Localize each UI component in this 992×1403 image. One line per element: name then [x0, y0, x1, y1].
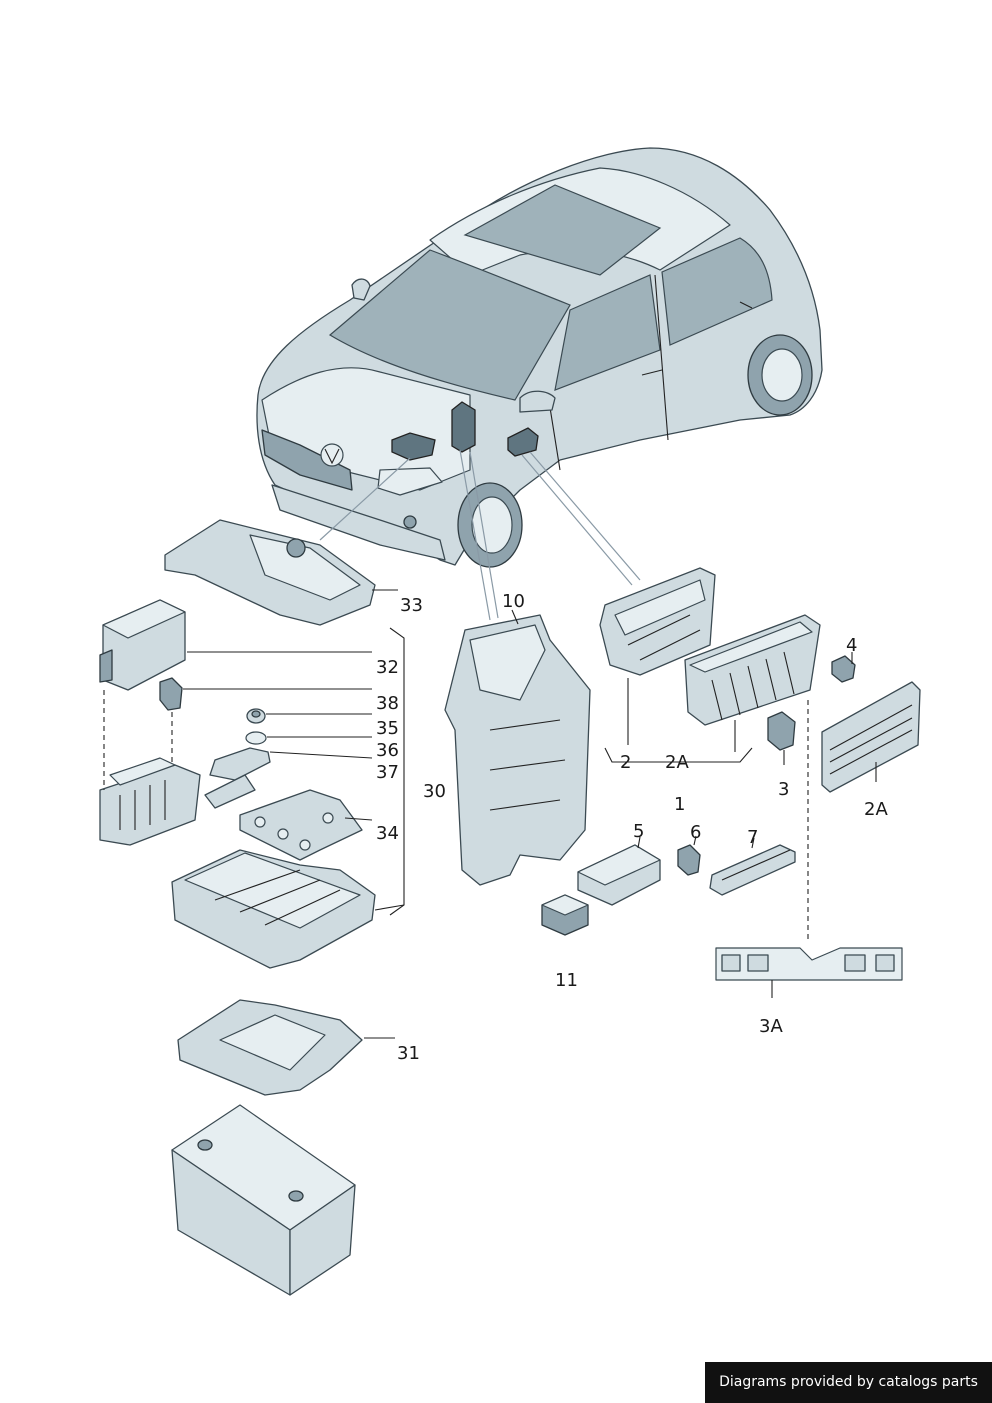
callout-5: 5 — [633, 821, 644, 842]
car-illustration — [256, 147, 823, 568]
callout-33: 33 — [400, 595, 423, 616]
part-2A-cover — [821, 681, 921, 793]
part-2-fuse-box-housing — [599, 567, 716, 676]
callout-31: 31 — [397, 1043, 420, 1064]
callout-35: 35 — [376, 718, 399, 739]
callout-4: 4 — [846, 635, 857, 656]
callout-38: 38 — [376, 693, 399, 714]
callout-30: 30 — [423, 781, 446, 802]
callout-37: 37 — [376, 762, 399, 783]
credit-banner: Diagrams provided by catalogs parts — [705, 1362, 992, 1403]
part-31-battery-cover — [177, 999, 363, 1096]
callout-7: 7 — [747, 827, 758, 848]
callout-34: 34 — [376, 823, 399, 844]
part-34-terminal-strip — [239, 789, 363, 861]
callout-2A-cover: 2A — [864, 799, 888, 820]
part-30-tray — [171, 849, 376, 969]
part-7-fuse-strip — [709, 844, 796, 896]
part-35-nut — [246, 708, 266, 724]
callout-1: 1 — [674, 794, 685, 815]
part-33-cover — [164, 519, 376, 626]
part-3A-label-strip — [715, 947, 903, 981]
callout-11: 11 — [555, 970, 578, 991]
part-10-bracket — [444, 614, 591, 886]
callout-32: 32 — [376, 657, 399, 678]
callout-36: 36 — [376, 740, 399, 761]
fuse-carrier — [99, 757, 201, 846]
part-38-fuse — [159, 677, 183, 711]
part-6-fuse — [677, 844, 701, 876]
part-11-relay — [541, 894, 589, 936]
part-2A-fuse-box — [684, 614, 821, 726]
callout-2: 2 — [620, 752, 631, 773]
callout-2A-fuse-box: 2A — [665, 752, 689, 773]
part-5-fuse-holder — [577, 844, 661, 906]
part-37-busbar — [204, 747, 271, 809]
part-36-washer — [245, 731, 267, 745]
part-32-control-unit — [99, 599, 186, 691]
part-4-fuse — [831, 655, 856, 683]
part-3-fuse — [767, 711, 796, 751]
callout-3: 3 — [778, 779, 789, 800]
battery — [171, 1104, 356, 1296]
callout-10: 10 — [502, 591, 525, 612]
callout-3A: 3A — [759, 1016, 783, 1037]
callout-6: 6 — [690, 822, 701, 843]
